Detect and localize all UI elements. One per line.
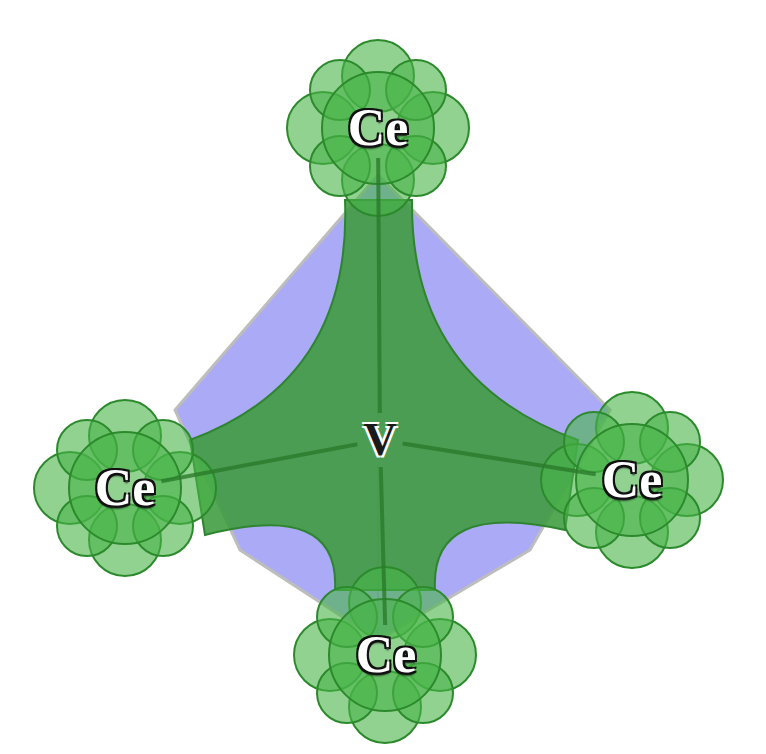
atom-label: Ce	[602, 454, 663, 506]
bond-line	[378, 158, 380, 413]
vertex-atom: Ce	[596, 450, 669, 510]
atom-label: Ce	[348, 102, 409, 154]
center-atom: V	[357, 413, 402, 467]
isosurface-lobes	[34, 40, 723, 743]
atom-label: Ce	[95, 462, 156, 514]
vertex-atom: Ce	[350, 625, 423, 685]
atom-label: V	[363, 417, 396, 463]
bond-line	[161, 444, 357, 481]
atom-label: Ce	[356, 629, 417, 681]
bond-line	[381, 467, 385, 625]
bond-line	[403, 444, 596, 475]
vertex-atom: Ce	[89, 458, 162, 518]
vertex-atom: Ce	[342, 98, 415, 158]
